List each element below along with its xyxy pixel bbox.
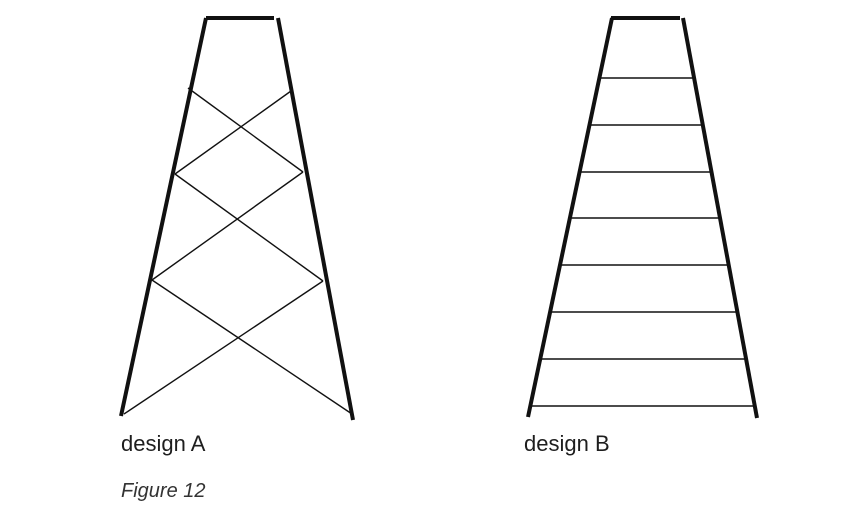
design-a-brace — [187, 87, 304, 173]
design-a-label: design A — [121, 431, 206, 456]
design-a-right-leg — [276, 17, 355, 421]
design-a-brace — [123, 280, 324, 415]
design-a-brace — [174, 173, 324, 282]
design-a-brace — [151, 171, 304, 281]
figure-caption: Figure 12 — [121, 480, 206, 502]
design-b-tower — [526, 16, 759, 419]
design-a-left-leg — [119, 17, 208, 417]
design-b-label: design B — [524, 431, 610, 456]
design-a-brace — [151, 279, 353, 415]
design-a-tower — [119, 16, 355, 421]
design-a-brace — [174, 90, 292, 175]
